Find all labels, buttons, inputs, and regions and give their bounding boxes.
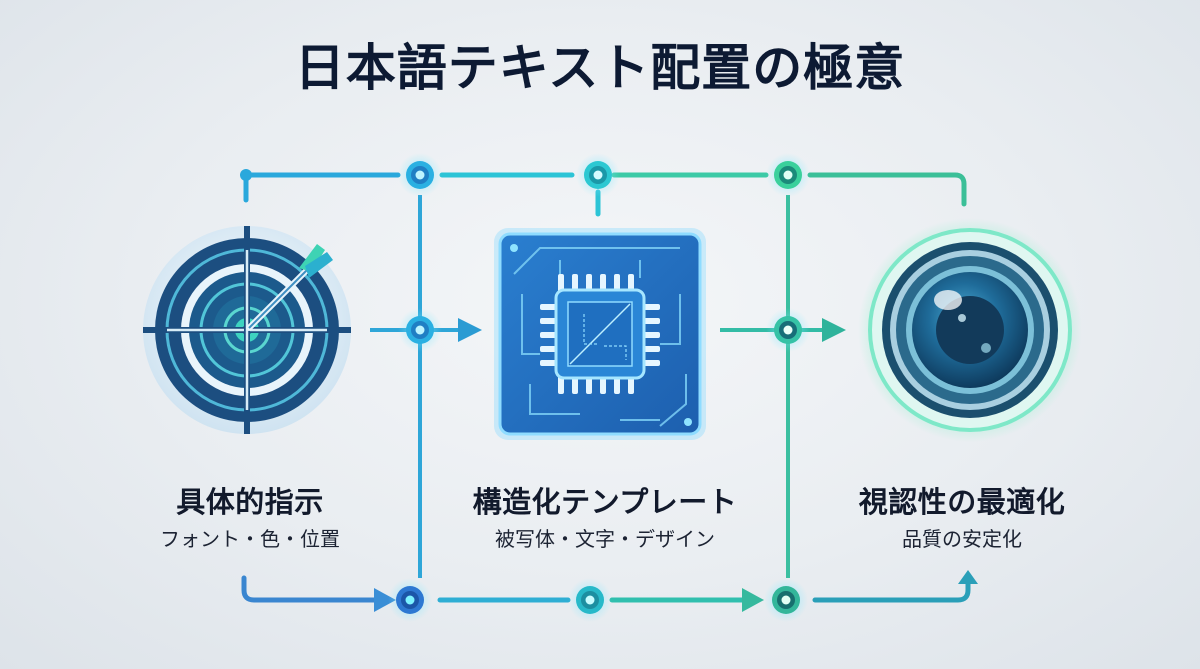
node-bottom-2 xyxy=(568,578,612,622)
top-bus-line xyxy=(243,172,967,217)
node-bottom-1 xyxy=(388,578,432,622)
step-subtitle: 品質の安定化 xyxy=(902,527,1022,551)
step-subtitle: 被写体・文字・デザイン xyxy=(495,527,715,551)
top-bus-start-dot xyxy=(240,169,252,181)
step-subtitle: フォント・色・位置 xyxy=(160,527,340,551)
bottom-arrow-up xyxy=(958,570,978,584)
step-structured-template: 構造化テンプレート 被写体・文字・デザイン xyxy=(440,484,770,554)
node-top-1 xyxy=(398,153,442,197)
node-middle-2 xyxy=(766,308,810,352)
node-top-3 xyxy=(766,153,810,197)
bottom-arrow-2 xyxy=(742,588,764,612)
bottom-arrow-1 xyxy=(374,588,396,612)
node-top-2 xyxy=(576,153,620,197)
page-title: 日本語テキスト配置の極意 xyxy=(294,39,906,97)
step-visibility-optimization: 視認性の最適化 品質の安定化 xyxy=(812,484,1112,554)
step-specific-instructions: 具体的指示 フォント・色・位置 xyxy=(120,484,380,554)
step-heading: 視認性の最適化 xyxy=(858,485,1066,519)
step-heading: 具体的指示 xyxy=(176,485,324,519)
circuit-chip-icon xyxy=(494,228,706,440)
node-bottom-3 xyxy=(764,578,808,622)
camera-lens-icon xyxy=(858,218,1082,442)
step-heading: 構造化テンプレート xyxy=(472,485,738,519)
node-middle-1 xyxy=(398,308,442,352)
bottom-bus-line xyxy=(241,575,971,603)
target-arrow-icon xyxy=(143,226,351,434)
